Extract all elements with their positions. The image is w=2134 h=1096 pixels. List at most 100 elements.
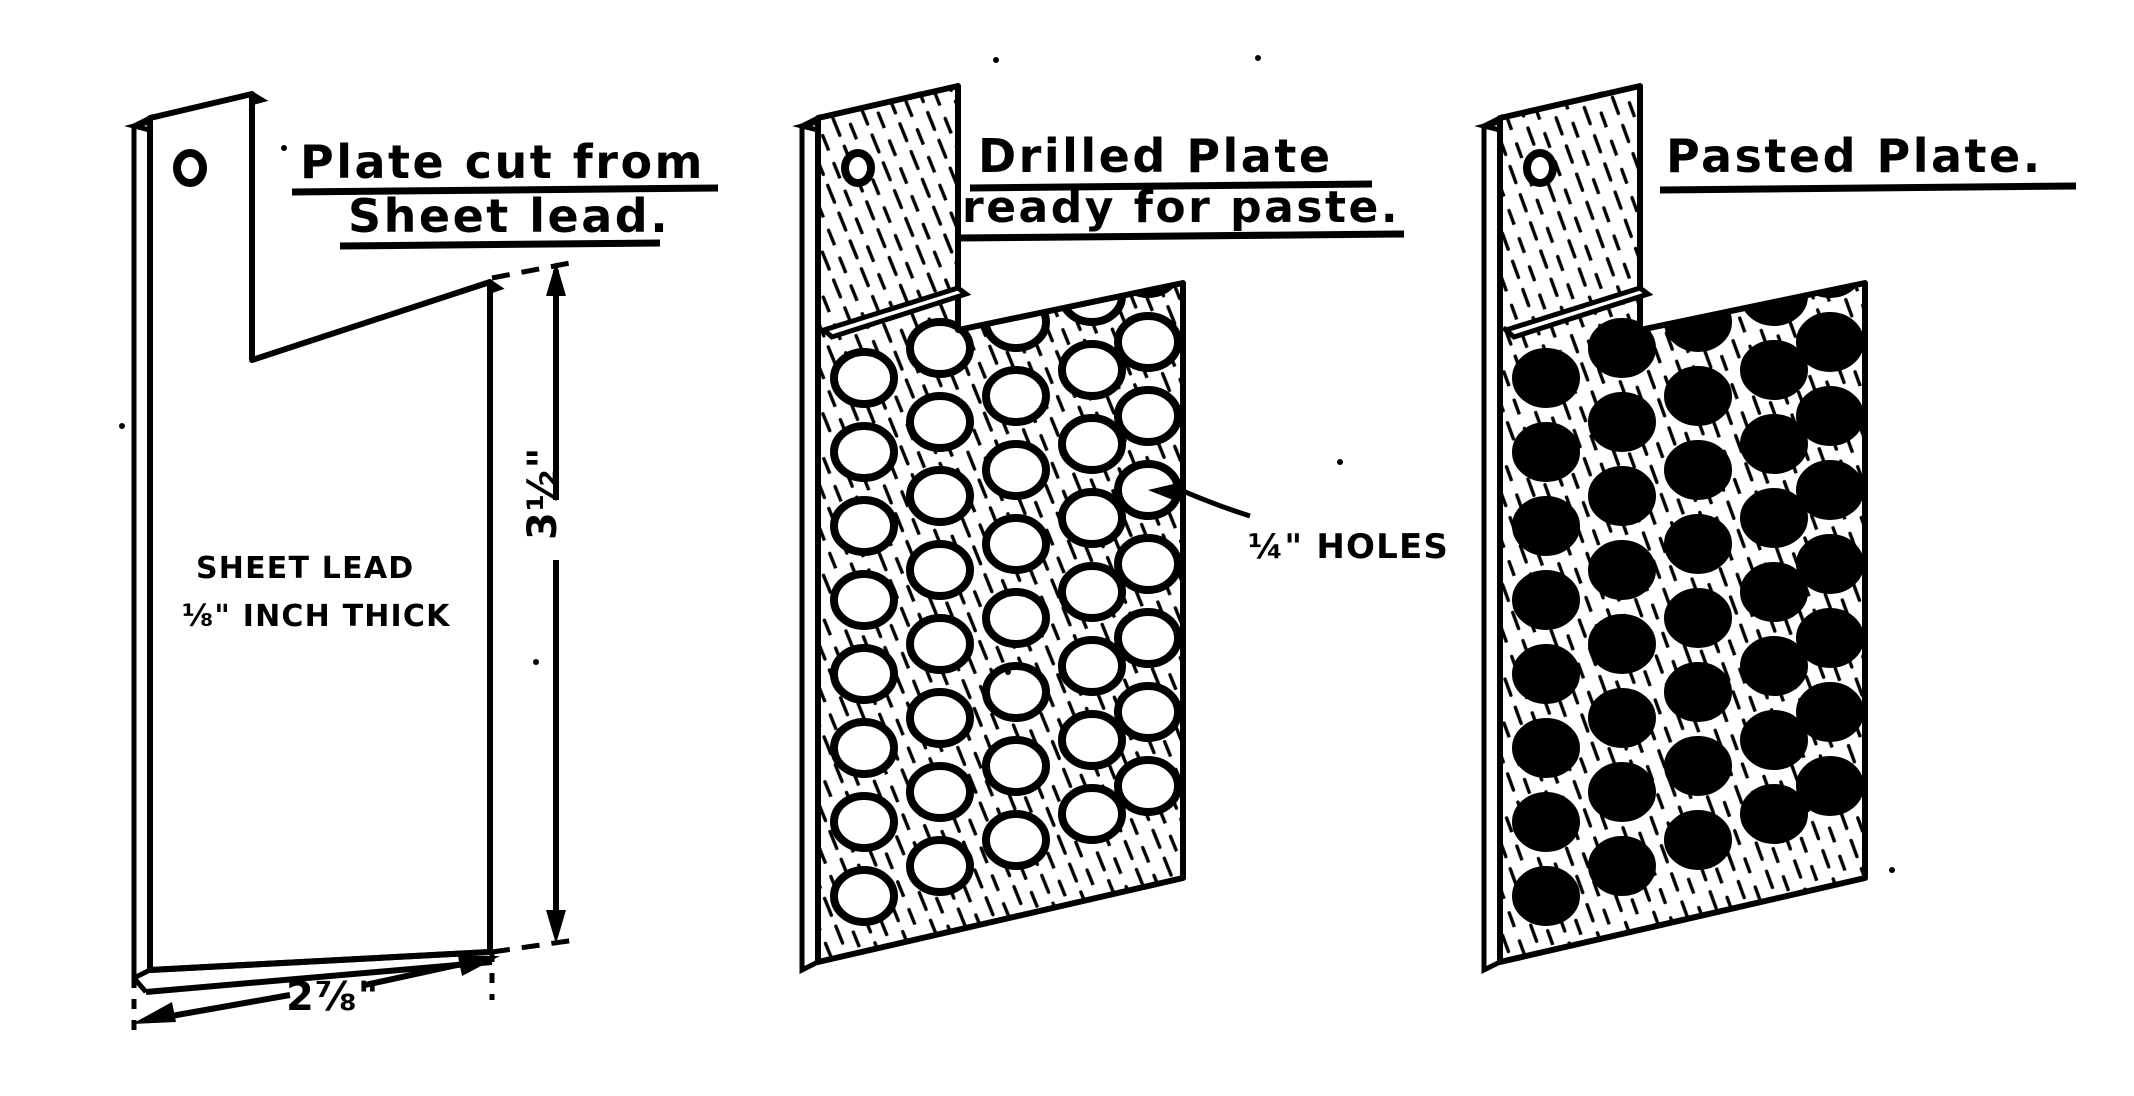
paste-plug-icon	[1588, 688, 1656, 748]
lug-hole-icon	[841, 149, 875, 187]
paste-plug-icon	[1664, 736, 1732, 796]
paste-plug-icon	[1796, 460, 1864, 520]
paste-plug-icon	[1740, 636, 1808, 696]
hole-icon	[982, 440, 1050, 500]
paste-plug-icon	[1588, 762, 1656, 822]
hole-icon	[982, 366, 1050, 426]
plate2-notch-edge	[819, 285, 972, 340]
paste-plug-icon	[1796, 386, 1864, 446]
hole-icon	[906, 466, 974, 526]
paste-plug-icon	[1512, 570, 1580, 630]
hole-icon	[906, 318, 974, 378]
hole-icon	[982, 736, 1050, 796]
hole-icon	[906, 762, 974, 822]
dim-width-arrow-right	[458, 956, 500, 976]
hole-icon	[830, 348, 898, 408]
hole-callout-arrow	[1148, 482, 1182, 502]
hole-icon	[1114, 386, 1182, 446]
hole-icon	[982, 810, 1050, 870]
paste-plug-icon	[1740, 562, 1808, 622]
lug-hole-icon	[173, 149, 207, 187]
hole-icon	[830, 792, 898, 852]
paste-plug-icon	[1664, 662, 1732, 722]
hole-icon	[1058, 562, 1126, 622]
figure1-title-line2: Sheet lead.	[348, 189, 670, 243]
dim-width-arrow-left	[132, 1002, 176, 1024]
hole-icon	[982, 588, 1050, 648]
paste-plug-icon	[1740, 340, 1808, 400]
hole-icon	[1058, 414, 1126, 474]
hole-icon	[906, 392, 974, 452]
hole-icon	[830, 644, 898, 704]
paste-plug-icon	[1740, 710, 1808, 770]
paste-plug-icon	[1740, 414, 1808, 474]
paste-plug-icon	[1664, 366, 1732, 426]
hole-callout-leader	[1175, 485, 1251, 519]
dim-height-label: 3½"	[520, 446, 566, 540]
figure2-title-line2: ready for paste.	[962, 182, 1400, 233]
hole-icon	[906, 540, 974, 600]
paste-plug-icon	[1588, 836, 1656, 896]
paste-plug-icon	[1512, 792, 1580, 852]
hole-icon	[906, 688, 974, 748]
figure3-title-line1: Pasted Plate.	[1666, 129, 2043, 183]
hole-icon	[1058, 636, 1126, 696]
plate3-notch-edge	[1501, 285, 1654, 340]
figure1-title-underline2	[339, 239, 661, 250]
paste-plug-icon	[1664, 810, 1732, 870]
paste-plug-icon	[1664, 514, 1732, 574]
hole-icon	[830, 866, 898, 926]
paste-plug-icon	[1588, 392, 1656, 452]
paste-plug-icon	[1588, 540, 1656, 600]
hole-icon	[830, 422, 898, 482]
paste-plug-icon	[1796, 756, 1864, 816]
plate2-outline	[815, 83, 1186, 965]
paste-plug-icon	[1796, 312, 1864, 372]
hole-icon	[830, 570, 898, 630]
paste-plug-icon	[1512, 866, 1580, 926]
hole-icon	[1114, 312, 1182, 372]
hole-icon	[982, 514, 1050, 574]
drilled-hole-group	[830, 238, 1182, 926]
paste-plug-icon	[1740, 784, 1808, 844]
figure3-title-underline1	[1659, 182, 2077, 194]
hole-icon	[1058, 340, 1126, 400]
hole-icon	[830, 496, 898, 556]
scan-specks	[119, 55, 1895, 873]
hole-icon	[1114, 608, 1182, 668]
hole-icon	[982, 662, 1050, 722]
paste-plug-icon	[1512, 496, 1580, 556]
plate1-witness-top	[491, 259, 576, 281]
dim-height-arrow-top	[546, 262, 566, 296]
plate3-outline	[1497, 83, 1868, 965]
hole-icon	[906, 614, 974, 674]
figure-plate-cut	[124, 91, 576, 1040]
pasted-hole-group	[1512, 238, 1864, 926]
figure2-title-underline1	[969, 180, 1373, 192]
hole-icon	[830, 718, 898, 778]
paste-plug-icon	[1740, 488, 1808, 548]
figure1-title-underline1	[291, 184, 719, 196]
paste-plug-icon	[1664, 440, 1732, 500]
hole-icon	[1114, 756, 1182, 816]
paste-plug-icon	[1796, 534, 1864, 594]
figure1-title-line1: Plate cut from	[300, 135, 705, 189]
plate1-bottom-line	[149, 949, 491, 973]
paste-plug-icon	[1512, 718, 1580, 778]
hole-callout-label: ¼" HOLES	[1248, 527, 1449, 567]
dim-width-line-left	[159, 992, 291, 1021]
paste-plug-icon	[1512, 348, 1580, 408]
paste-plug-icon	[1796, 682, 1864, 742]
figure-pasted-plate	[1474, 83, 1868, 975]
paste-plug-icon	[1796, 608, 1864, 668]
figure2-title-underline2	[955, 230, 1405, 242]
plate1-witness-bottom	[491, 937, 576, 955]
hole-icon	[1058, 488, 1126, 548]
paste-plug-icon	[1664, 588, 1732, 648]
hole-icon	[1114, 682, 1182, 742]
figure2-title-line1: Drilled Plate	[978, 129, 1333, 183]
lug-hole-icon	[1523, 149, 1557, 187]
material-note-line1: SHEET LEAD	[196, 551, 414, 586]
